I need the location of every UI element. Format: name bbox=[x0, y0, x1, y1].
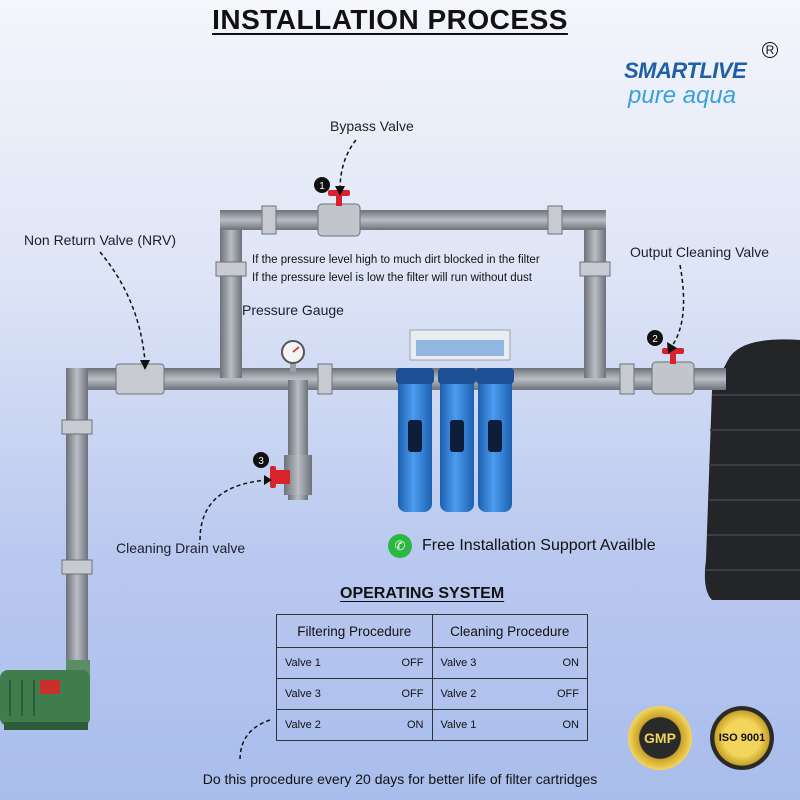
pump-motor bbox=[0, 660, 90, 730]
gmp-badge-text: GMP bbox=[644, 730, 676, 746]
label-nrv: Non Return Valve (NRV) bbox=[24, 232, 176, 248]
note-high-pressure: If the pressure level high to much dirt … bbox=[252, 254, 540, 266]
pressure-gauge bbox=[281, 340, 305, 372]
note-low-pressure: If the pressure level is low the filter … bbox=[252, 272, 532, 284]
arrow-drain bbox=[199, 479, 269, 541]
svg-text:3: 3 bbox=[258, 456, 264, 467]
logo-line1: SMARTLIVE bbox=[624, 58, 747, 83]
arrow-nrv bbox=[99, 251, 146, 363]
clean-state: ON bbox=[562, 719, 580, 731]
table-row: Valve 3 OFF Valve 2 OFF bbox=[276, 678, 588, 710]
iso-badge: ISO 9001 bbox=[710, 706, 774, 770]
support-text: Free Installation Support Availble bbox=[422, 537, 656, 554]
bypass-valve bbox=[317, 190, 361, 237]
filter-state: OFF bbox=[401, 657, 424, 669]
main-pipeline bbox=[61, 205, 726, 668]
support-banner: ✆ Free Installation Support Availble bbox=[388, 534, 656, 558]
logo-line2: pure aqua bbox=[628, 82, 737, 109]
drain-valve bbox=[270, 466, 290, 488]
arrow-output bbox=[671, 264, 685, 347]
filter-valve: Valve 1 bbox=[285, 657, 321, 669]
output-cleaning-valve bbox=[651, 348, 695, 395]
svg-text:1: 1 bbox=[319, 181, 325, 192]
clean-state: ON bbox=[562, 657, 580, 669]
clean-valve: Valve 3 bbox=[440, 657, 477, 669]
arrow-bypass bbox=[339, 139, 357, 191]
filter-unit bbox=[396, 329, 514, 512]
operating-title: OPERATING SYSTEM bbox=[340, 585, 505, 602]
water-tank bbox=[704, 339, 800, 600]
clean-valve: Valve 1 bbox=[440, 719, 477, 731]
label-output-cleaning-valve: Output Cleaning Valve bbox=[630, 244, 770, 260]
marker-3: 3 bbox=[253, 452, 269, 468]
arrow-footer bbox=[239, 719, 271, 761]
filter-valve: Valve 2 bbox=[285, 719, 321, 731]
header-cleaning: Cleaning Procedure bbox=[431, 614, 588, 648]
clean-state: OFF bbox=[557, 688, 579, 700]
page-title: INSTALLATION PROCESS bbox=[212, 4, 568, 35]
filter-state: OFF bbox=[401, 688, 424, 700]
marker-1: 1 bbox=[314, 177, 330, 193]
svg-text:2: 2 bbox=[652, 334, 658, 345]
table-row: Valve 2 ON Valve 1 ON bbox=[276, 709, 588, 741]
brand-logo: R SMARTLIVE pure aqua bbox=[624, 42, 778, 118]
arrowhead-bypass bbox=[335, 186, 345, 196]
clean-valve: Valve 2 bbox=[440, 688, 477, 700]
arrowhead-output bbox=[667, 342, 677, 354]
gmp-badge: GMP bbox=[628, 706, 692, 770]
footer-note: Do this procedure every 20 days for bett… bbox=[202, 771, 598, 787]
label-bypass-valve: Bypass Valve bbox=[330, 118, 414, 134]
header-filtering: Filtering Procedure bbox=[276, 614, 433, 648]
label-drain-valve: Cleaning Drain valve bbox=[116, 540, 246, 556]
iso-badge-text: ISO 9001 bbox=[718, 732, 766, 744]
filter-valve: Valve 3 bbox=[285, 688, 321, 700]
operating-table: Filtering Procedure Cleaning Procedure V… bbox=[276, 614, 588, 741]
table-row: Valve 1 OFF Valve 3 ON bbox=[276, 647, 588, 679]
label-pressure-gauge: Pressure Gauge bbox=[242, 302, 344, 318]
arrowhead-drain bbox=[264, 475, 272, 485]
filter-state: ON bbox=[407, 719, 424, 731]
arrowhead-nrv bbox=[140, 360, 150, 370]
marker-2: 2 bbox=[647, 330, 663, 346]
whatsapp-icon: ✆ bbox=[388, 534, 412, 558]
registered-mark: R bbox=[762, 42, 778, 58]
